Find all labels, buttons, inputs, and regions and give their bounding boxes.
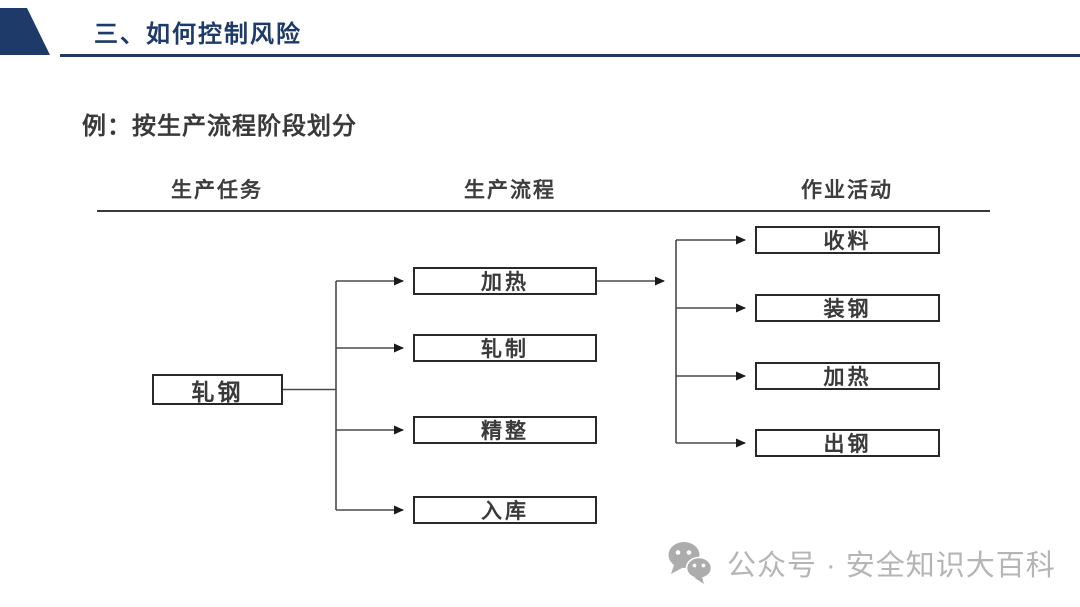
watermark-text: 公众号 · 安全知识大百科 [727,550,1056,582]
node-activity-heating: 加热 [755,362,940,390]
header-underline [60,54,1080,57]
node-process-finishing: 精整 [413,416,597,444]
node-activity-tapping-steel: 出钢 [755,429,940,457]
node-process-warehousing: 入库 [413,496,597,524]
section-title: 三、如何控制风险 [94,21,302,48]
column-header-work-activity: 作业活动 [801,179,893,202]
column-header-production-task: 生产任务 [171,179,263,202]
node-process-rolling: 轧制 [413,334,597,362]
node-activity-charging-steel: 装钢 [755,294,940,322]
column-header-production-process: 生产流程 [464,179,556,202]
wechat-icon [668,542,713,584]
column-separator-line [97,210,990,212]
node-process-heating: 加热 [413,267,597,295]
node-activity-receiving: 收料 [755,226,940,254]
header-trapezoid-decoration [0,8,50,55]
slide-title: 例：按生产流程阶段划分 [82,113,357,140]
node-steel-rolling: 轧钢 [152,374,283,405]
watermark: 公众号 · 安全知识大百科 [667,541,1056,585]
